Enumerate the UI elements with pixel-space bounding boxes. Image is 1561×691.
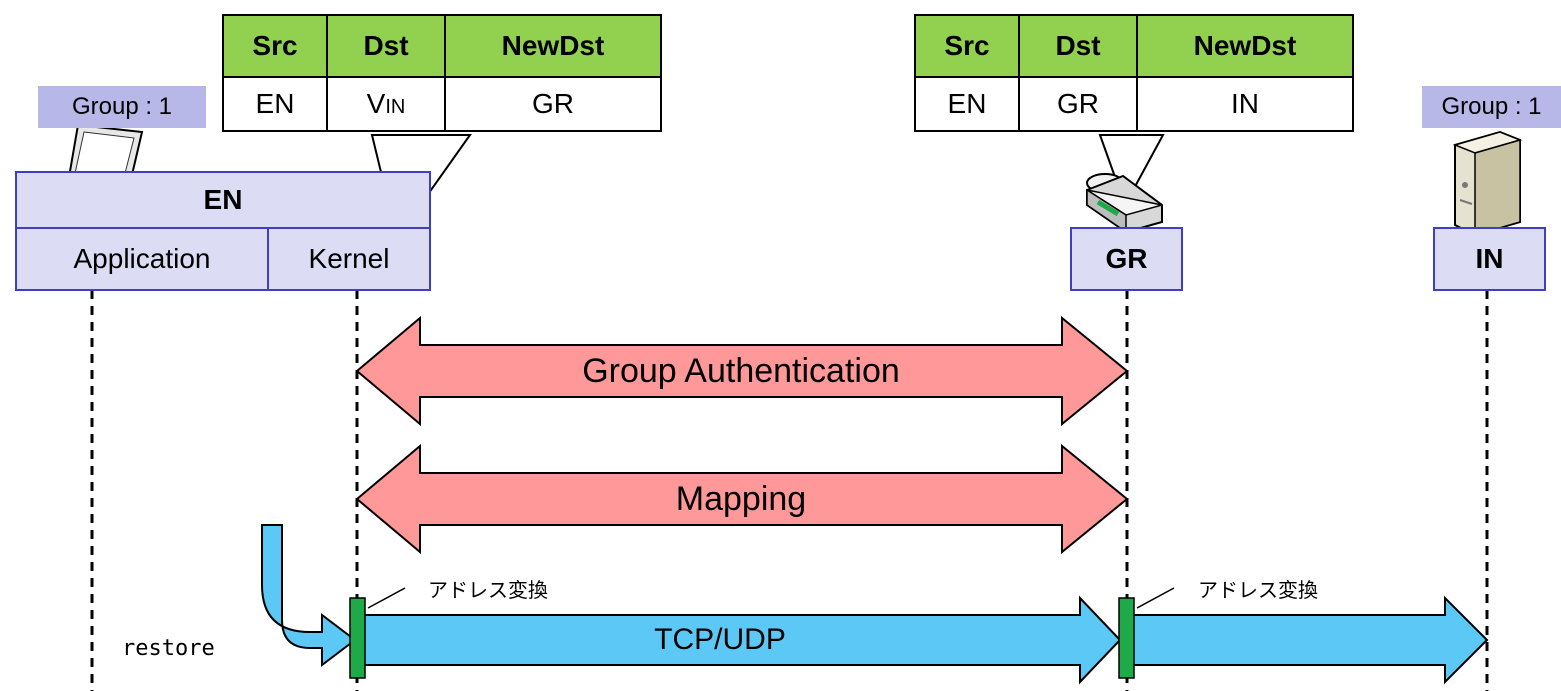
tcp-udp-arrow xyxy=(361,595,1122,685)
lifelines xyxy=(90,290,1489,691)
group-badge-left: Group : 1 xyxy=(38,86,206,128)
en-title: EN xyxy=(203,184,243,215)
en-kernel-label: Kernel xyxy=(308,243,390,274)
mapping-table-en: Src Dst NewDst EN VIN GR xyxy=(222,14,662,132)
table-header-src: Src xyxy=(914,14,1020,78)
en-divider xyxy=(17,227,429,229)
in-label: IN xyxy=(1475,243,1504,274)
table-cell-dst: VIN xyxy=(326,76,446,132)
restore-label: restore xyxy=(122,636,215,661)
table-cell-src: EN xyxy=(914,76,1020,132)
translation-marker-kernel xyxy=(349,597,366,679)
note-pointer-1 xyxy=(367,587,406,609)
mapping-table-gr: Src Dst NewDst EN GR IN xyxy=(914,14,1354,132)
table-cell-dst: GR xyxy=(1018,76,1138,132)
note-pointer-2 xyxy=(1136,587,1175,609)
table-header-newdst: NewDst xyxy=(444,14,662,78)
gr-label: GR xyxy=(1105,243,1148,274)
router-icon xyxy=(1086,173,1163,234)
en-node: EN Application Kernel xyxy=(15,171,431,291)
gr-to-in-arrow xyxy=(1131,595,1489,685)
table-cell-src: EN xyxy=(222,76,328,132)
restore-arrow xyxy=(261,524,357,668)
table-cell-newdst: IN xyxy=(1136,76,1354,132)
table-header-src: Src xyxy=(222,14,328,78)
table-header-newdst: NewDst xyxy=(1136,14,1354,78)
tcp-udp-label: TCP/UDP xyxy=(654,623,786,656)
in-node: IN xyxy=(1433,227,1546,291)
dst-sub: IN xyxy=(385,96,406,118)
callout-right xyxy=(1098,134,1165,208)
en-split xyxy=(267,229,269,289)
translation-marker-gr xyxy=(1118,597,1135,679)
table-header-dst: Dst xyxy=(326,14,446,78)
group-authentication-label: Group Authentication xyxy=(582,351,900,390)
group-authentication-arrow xyxy=(355,315,1129,427)
server-icon xyxy=(1452,130,1523,237)
dst-main: V xyxy=(366,88,386,119)
mapping-arrow xyxy=(355,443,1129,555)
address-translation-note-2: アドレス変換 xyxy=(1198,580,1318,602)
table-header-dst: Dst xyxy=(1018,14,1138,78)
mapping-label: Mapping xyxy=(675,479,807,518)
group-badge-right: Group : 1 xyxy=(1422,86,1561,128)
address-translation-note-1: アドレス変換 xyxy=(428,580,548,602)
en-application-label: Application xyxy=(73,243,211,274)
table-cell-newdst: GR xyxy=(444,76,662,132)
gr-node: GR xyxy=(1070,227,1183,291)
